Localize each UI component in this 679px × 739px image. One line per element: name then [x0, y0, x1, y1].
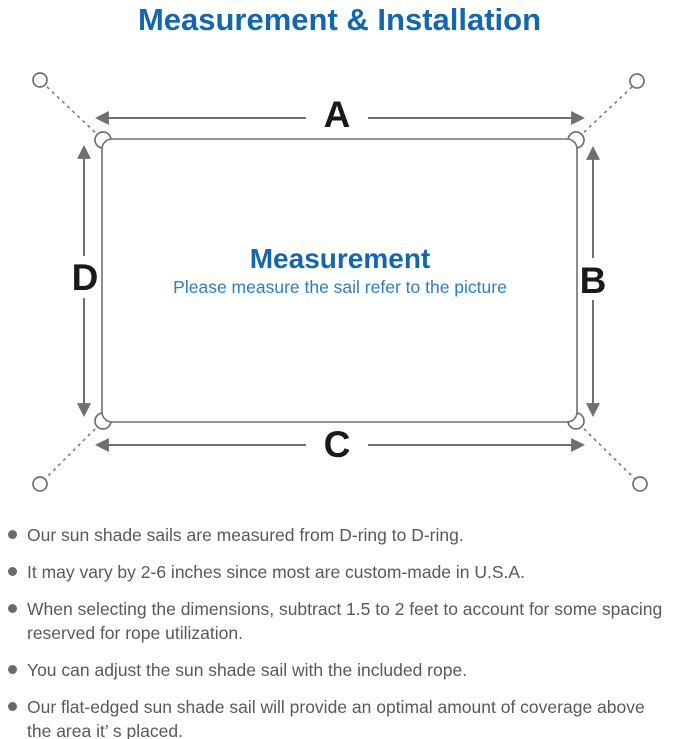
anchor-point-top-left [32, 72, 48, 88]
note-line: When selecting the dimensions, subtract … [27, 599, 663, 619]
note-line: You can adjust the sun shade sail with t… [27, 660, 468, 680]
list-item: Our flat-edged sun shade sail will provi… [8, 695, 674, 739]
dim-label-c: C [324, 424, 351, 465]
note-line: It may vary by 2-6 inches since most are… [27, 562, 525, 582]
sail-outline [101, 138, 578, 423]
note-line: Our sun shade sails are measured from D-… [27, 525, 464, 545]
note-line: reserved for rope utilization. [27, 623, 243, 643]
rope-bottom-left [43, 423, 101, 481]
list-item: When selecting the dimensions, subtract … [8, 597, 674, 645]
note-line: the area it’ s placed. [27, 721, 183, 739]
bullet-icon [8, 702, 17, 711]
dim-label-d: D [72, 257, 99, 298]
list-item: It may vary by 2-6 inches since most are… [8, 560, 674, 584]
anchor-point-bottom-right [632, 476, 648, 492]
note-text: Our flat-edged sun shade sail will provi… [27, 695, 645, 739]
page-title: Measurement & Installation [137, 2, 542, 37]
note-text: You can adjust the sun shade sail with t… [27, 658, 467, 682]
note-line: Our flat-edged sun shade sail will provi… [27, 697, 645, 717]
note-text: It may vary by 2-6 inches since most are… [27, 560, 525, 584]
diagram-center-subtitle: Please measure the sail refer to the pic… [173, 277, 507, 297]
diagram-center-title: Measurement [250, 243, 431, 274]
anchor-point-bottom-left [32, 476, 48, 492]
anchor-point-top-right [629, 73, 645, 89]
rope-top-left [43, 83, 101, 138]
dim-label-a: A [324, 94, 351, 135]
note-text: Our sun shade sails are measured from D-… [27, 523, 464, 547]
rope-bottom-right [578, 423, 637, 481]
list-item: Our sun shade sails are measured from D-… [8, 523, 674, 547]
measurement-diagram: A C D B Measurement Please measure the s… [32, 72, 648, 492]
bullet-icon [8, 665, 17, 674]
note-text: When selecting the dimensions, subtract … [27, 597, 662, 645]
notes-list: Our sun shade sails are measured from D-… [8, 523, 674, 739]
bullet-icon [8, 567, 17, 576]
bullet-icon [8, 604, 17, 613]
rope-top-right [578, 85, 634, 138]
bullet-icon [8, 530, 17, 539]
dim-label-b: B [580, 260, 607, 301]
list-item: You can adjust the sun shade sail with t… [8, 658, 674, 682]
